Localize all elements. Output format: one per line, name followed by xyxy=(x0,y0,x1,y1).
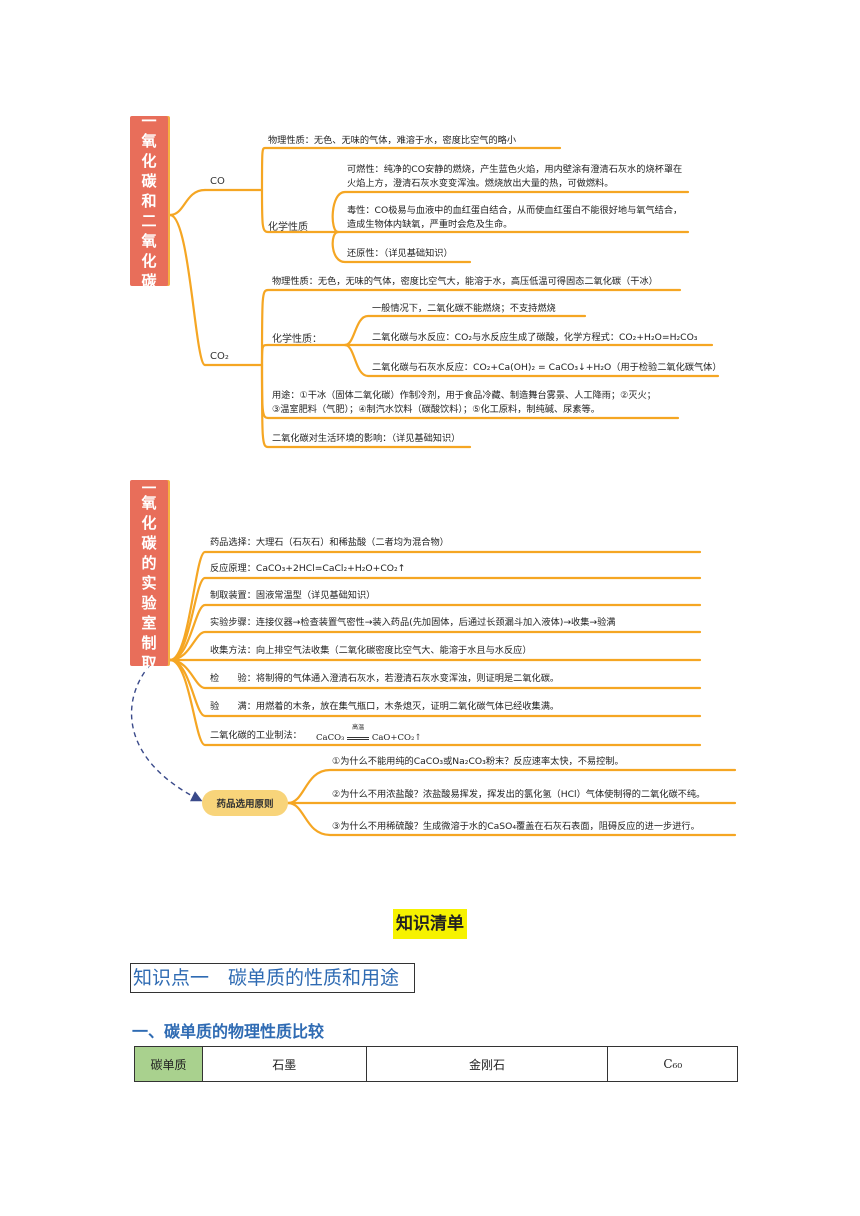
industrial-eq-arrow: 高温 xyxy=(347,724,370,740)
map1-title-char: 碳 xyxy=(141,172,157,190)
lab-item-full-check: 验 满：用燃着的木条，放在集气瓶口，木条熄灭，证明二氧化碳气体已经收集满。 xyxy=(210,701,560,712)
map2-title-char: 室 xyxy=(141,614,157,632)
map2-title-char: 实 xyxy=(141,574,157,592)
mindmap-area: 一 氧 化 碳 和 二 氧 化 碳 CO 物理性质：无色、无味的气体，难溶于水，… xyxy=(130,112,737,837)
map1-title-char: 二 xyxy=(141,212,157,230)
co2-chemical-label: 化学性质： xyxy=(272,334,322,345)
industrial-eq-left: CaCO₃ xyxy=(316,733,345,743)
principle-3: ③为什么不用稀硫酸？生成微溶于水的CaSO₄覆盖在石灰石表面，阻碍反应的进一步进… xyxy=(332,821,700,832)
co-toxicity: 毒性：CO极易与血液中的血红蛋白结合，从而使血红蛋白不能很好地与氧气结合，造成生… xyxy=(347,205,683,230)
table-row: 碳单质 石墨 金刚石 C₆₀ xyxy=(134,1046,738,1082)
industrial-equation: CaCO₃ 高温 CaO+CO₂↑ xyxy=(316,724,422,745)
table-header-diamond: 金刚石 xyxy=(365,1046,609,1082)
map1-title-char: 化 xyxy=(141,252,157,270)
map2-title-char: 碳 xyxy=(141,534,157,552)
map2-title-char: 制 xyxy=(141,634,157,652)
co-reducibility: 还原性：（详见基础知识） xyxy=(347,248,453,259)
map2-title-bar: 二 氧 化 碳 的 实 验 室 制 取 xyxy=(130,474,168,672)
knowledge-heading: 知识清单 xyxy=(393,909,467,939)
industrial-eq-right: CaO+CO₂↑ xyxy=(371,733,422,743)
co2-physical: 物理性质：无色，无味的气体，密度比空气大，能溶于水，高压低温可得固态二氧化碳（干… xyxy=(272,276,658,287)
co2-chem-2: 二氧化碳与水反应：CO₂与水反应生成了碳酸，化学方程式：CO₂+H₂O=H₂CO… xyxy=(372,332,698,343)
co2-label: CO₂ xyxy=(210,351,229,362)
co2-chem-3: 二氧化碳与石灰水反应：CO₂+Ca(OH)₂ = CaCO₃↓+H₂O（用于检验… xyxy=(372,362,722,373)
map1-title-bar: 一 氧 化 碳 和 二 氧 化 碳 xyxy=(130,112,168,290)
lab-item-collection: 收集方法：向上排空气法收集（二氧化碳密度比空气大、能溶于水且与水反应） xyxy=(210,645,532,656)
map2-title-char: 氧 xyxy=(141,494,157,512)
carbon-comparison-table: 碳单质 石墨 金刚石 C₆₀ xyxy=(134,1046,738,1082)
table-header-c60: C₆₀ xyxy=(607,1046,738,1082)
co2-chem-1: 一般情况下，二氧化碳不能燃烧；不支持燃烧 xyxy=(372,303,556,314)
co-physical: 物理性质：无色、无味的气体，难溶于水，密度比空气的略小 xyxy=(268,135,517,146)
map1-title-char: 一 xyxy=(141,112,157,130)
industrial-label: 二氧化碳的工业制法： xyxy=(210,730,302,741)
map1-title-char: 氧 xyxy=(141,232,157,250)
lab-item-principle: 反应原理：CaCO₃+2HCl=CaCl₂+H₂O+CO₂↑ xyxy=(210,563,406,574)
map2-title-char: 取 xyxy=(141,654,157,672)
knowledge-point-title: 知识点一 碳单质的性质和用途 xyxy=(130,963,415,993)
industrial-eq-condition: 高温 xyxy=(352,724,365,731)
table-header-cell: 碳单质 xyxy=(134,1046,203,1082)
lab-item-test: 检 验：将制得的气体通入澄清石灰水，若澄清石灰水变浑浊，则证明是二氧化碳。 xyxy=(210,673,560,684)
co2-uses-line2: ③温室肥料（气肥）；④制汽水饮料（碳酸饮料）；⑤化工原料，制纯碱、尿素等。 xyxy=(272,404,600,415)
map1-title-char: 碳 xyxy=(141,272,157,290)
principle-2: ②为什么不用浓盐酸？浓盐酸易挥发，挥发出的氯化氢（HCl）气体使制得的二氧化碳不… xyxy=(332,789,706,800)
co2-environment: 二氧化碳对生活环境的影响：（详见基础知识） xyxy=(272,433,461,444)
principle-1: ①为什么不能用纯的CaCO₃或Na₂CO₃粉末？反应速率太快，不易控制。 xyxy=(332,756,624,767)
lab-item-reagents: 药品选择：大理石（石灰石）和稀盐酸（二者均为混合物） xyxy=(210,537,449,548)
co-chemical-label: 化学性质 xyxy=(268,222,308,233)
map2-title-char: 二 xyxy=(141,474,157,492)
map2-title-char: 验 xyxy=(141,594,157,612)
co-flammability: 可燃性：纯净的CO安静的燃烧，产生蓝色火焰，用内壁涂有澄清石灰水的烧杯罩在火焰上… xyxy=(347,164,683,189)
lab-item-apparatus: 制取装置：固液常温型（详见基础知识） xyxy=(210,590,376,601)
table-header-graphite: 石墨 xyxy=(202,1046,367,1082)
co-label: CO xyxy=(210,176,225,187)
map1-title-char: 化 xyxy=(141,152,157,170)
lab-item-steps: 实验步骤：连接仪器→检查装置气密性→装入药品(先加固体，后通过长颈漏斗加入液体)… xyxy=(210,617,616,628)
map1-title-char: 氧 xyxy=(141,132,157,150)
co2-uses-line1: 用途：①干冰（固体二氧化碳）作制冷剂，用于食品冷藏、制造舞台雾景、人工降雨；②灭… xyxy=(272,390,656,401)
mindmap-connectors xyxy=(130,146,737,837)
principle-pill: 药品选用原则 xyxy=(202,790,288,816)
map2-title-char: 化 xyxy=(141,514,157,532)
section-title: 一、碳单质的物理性质比较 xyxy=(132,1022,325,1041)
map1-title-char: 和 xyxy=(141,192,157,210)
map2-title-char: 的 xyxy=(141,554,157,572)
